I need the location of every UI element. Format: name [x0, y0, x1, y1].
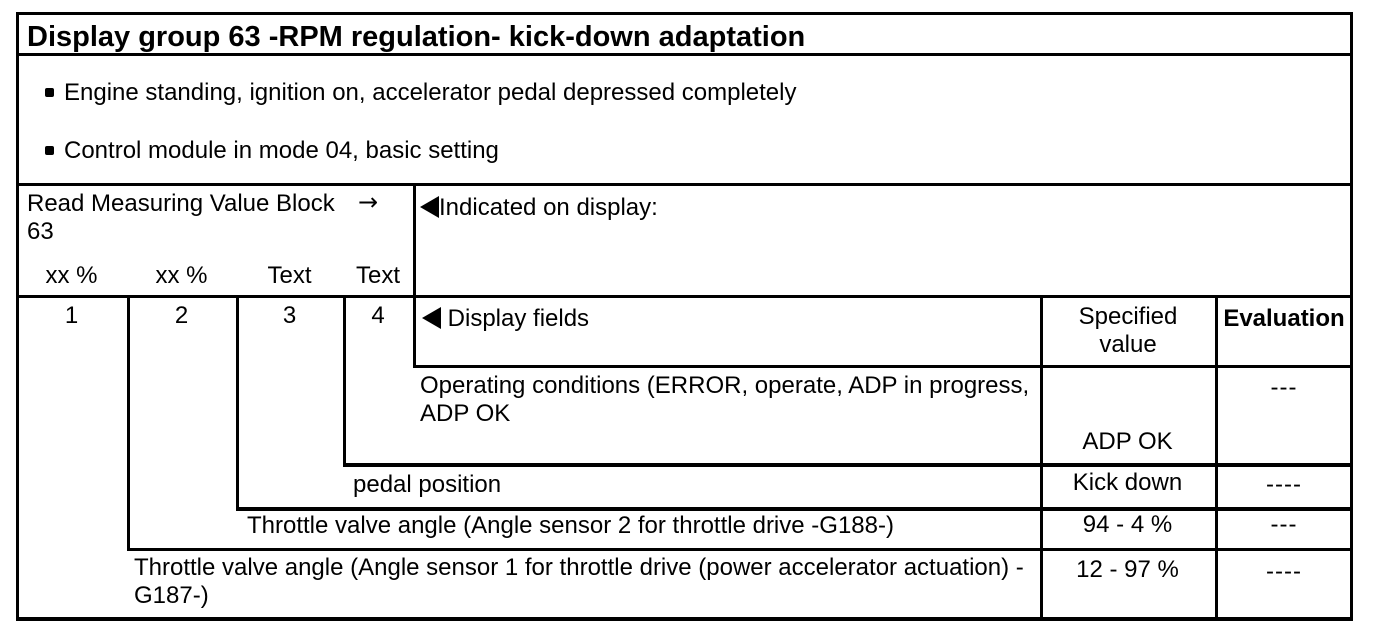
- row-specified-value: Kick down: [1072, 469, 1183, 496]
- evaluation-divider: [1215, 295, 1218, 621]
- display-panel-divider: [413, 183, 416, 368]
- table-border-top: [16, 12, 1353, 15]
- col1-divider: [127, 295, 130, 551]
- table-border-left: [16, 12, 19, 621]
- row-description: Throttle valve angle (Angle sensor 1 for…: [134, 554, 1024, 609]
- indicated-label: Indicated on display:: [439, 194, 658, 221]
- row-specified-value: 94 - 4 %: [1082, 511, 1173, 538]
- row-evaluation: ---: [1270, 511, 1298, 538]
- row-evaluation: ----: [1266, 471, 1302, 498]
- row-specified-value: 12 - 97 %: [1076, 556, 1179, 583]
- field-number-2: 2: [174, 302, 189, 329]
- read-block-instruction: Read Measuring Value Block: [27, 190, 335, 217]
- block-number: 63: [27, 218, 54, 245]
- field-number-4: 4: [371, 302, 385, 329]
- right-arrow-icon: →: [358, 188, 379, 216]
- display-fields-row-separator: [413, 365, 1353, 368]
- table-border-right: [1350, 12, 1353, 621]
- field-number-1: 1: [64, 302, 79, 329]
- col2-divider: [236, 295, 239, 511]
- precondition-item: Engine standing, ignition on, accelerato…: [64, 79, 797, 106]
- row-description: Throttle valve angle (Angle sensor 2 for…: [247, 512, 894, 539]
- row3-separator: [127, 548, 1353, 551]
- row1-separator: [343, 463, 1353, 467]
- evaluation-header: Evaluation: [1223, 305, 1345, 332]
- page-title: Display group 63 -RPM regulation- kick-d…: [27, 21, 806, 53]
- field-number-3: 3: [282, 302, 297, 329]
- left-triangle-icon: [422, 307, 441, 329]
- column-header-3: Text: [267, 262, 312, 289]
- display-fields-label: Display fields: [447, 305, 590, 332]
- left-triangle-icon: [420, 196, 439, 218]
- row-description: pedal position: [353, 471, 502, 498]
- bullet-icon: [45, 88, 54, 97]
- column-header-4: Text: [355, 262, 400, 289]
- row-evaluation: ---: [1270, 374, 1298, 401]
- preconditions-separator: [16, 183, 1353, 186]
- column-header-2: xx %: [155, 262, 208, 289]
- col3-divider: [343, 295, 346, 467]
- indicated-on-display: Indicated on display:: [420, 194, 658, 222]
- column-header-1: xx %: [45, 262, 98, 289]
- row2-separator: [236, 507, 1353, 511]
- display-fields-header: Display fields: [422, 305, 589, 333]
- title-row-separator: [16, 53, 1353, 56]
- bullet-icon: [45, 146, 54, 155]
- specified-value-header: Specified value: [1078, 303, 1178, 358]
- precondition-item: Control module in mode 04, basic setting: [64, 137, 499, 164]
- row-description: Operating conditions (ERROR, operate, AD…: [420, 372, 1030, 427]
- specified-value-divider: [1040, 295, 1043, 621]
- row-specified-value: ADP OK: [1082, 428, 1173, 455]
- header-row-separator: [16, 295, 1353, 298]
- row-evaluation: ----: [1266, 558, 1302, 585]
- table-border-bottom: [16, 617, 1353, 621]
